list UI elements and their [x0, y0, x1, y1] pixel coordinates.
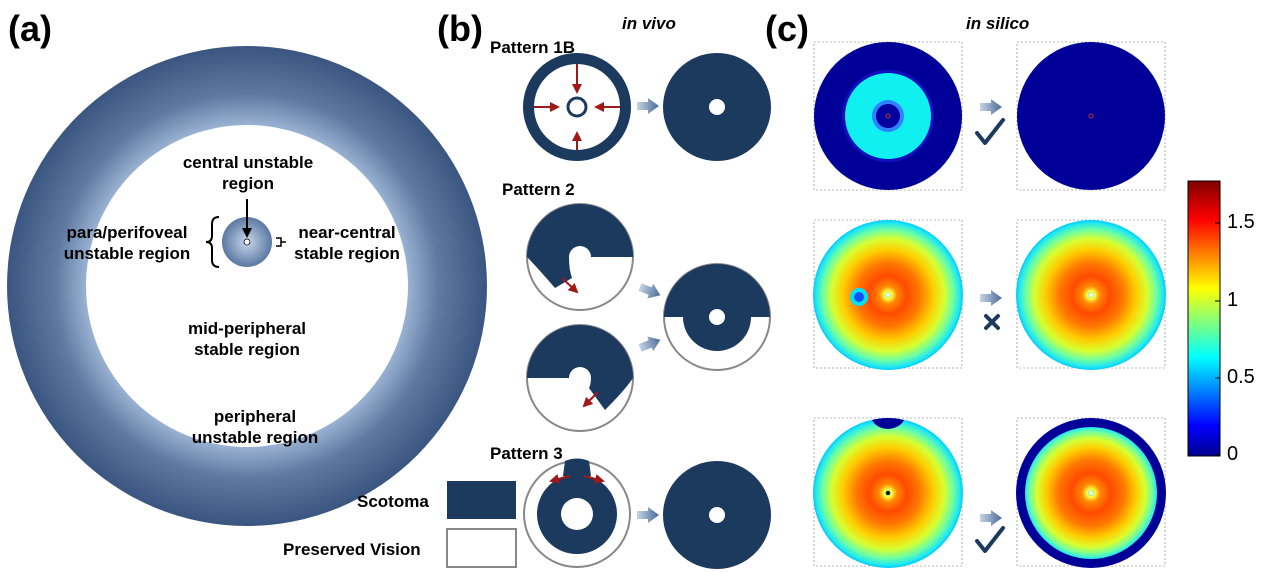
panel-a-diagram: [7, 46, 487, 526]
legend-scotoma-label: Scotoma: [357, 492, 429, 511]
heatmap-center: [886, 293, 890, 297]
mid-peripheral-label: mid-peripheral stable region: [187, 319, 307, 359]
heatmap-center: [886, 491, 890, 495]
panel-b-diagrams: [446, 53, 771, 569]
panel-b-letter: (b): [437, 8, 483, 49]
pattern-2-label: Pattern 2: [502, 180, 575, 199]
heatmap-disc: [1017, 42, 1165, 190]
heatmap-top-scotoma: [872, 418, 904, 429]
legend-preserved-swatch: [446, 528, 517, 568]
colorbar-tick-label: 0: [1227, 443, 1239, 465]
fovea-center: [243, 238, 251, 246]
pattern2-upper-scotoma: [527, 204, 633, 288]
panel-c-heatmaps: [813, 42, 1221, 568]
red-arrow: [582, 391, 599, 408]
pattern1b-central-ring: [566, 96, 588, 118]
red-arrow: [549, 474, 571, 484]
transition-arrow: [637, 507, 659, 523]
near-central-label: near-central stable region: [294, 223, 400, 263]
transition-arrow: [637, 332, 664, 356]
colorbar-tick-label: 0.5: [1227, 366, 1255, 388]
red-arrow: [561, 277, 579, 294]
pattern3-center-hole: [561, 498, 593, 530]
pattern3-top-notch: [563, 458, 591, 476]
pattern2-lower-scotoma: [527, 325, 633, 410]
pattern-3-label: Pattern 3: [490, 444, 563, 463]
result-hole: [709, 309, 725, 325]
result-hole: [709, 99, 725, 115]
right-bracket: [276, 237, 286, 247]
transition-arrow: [980, 290, 1002, 306]
heatmap-center: [1089, 491, 1093, 495]
colorbar-tick-label: 1: [1227, 289, 1239, 311]
colorbar-tick-label: 1.5: [1227, 211, 1255, 233]
result-hole: [709, 507, 725, 523]
transition-arrow: [980, 510, 1002, 526]
peripheral-label: peripheral unstable region: [191, 407, 319, 447]
heatmap-center: [1089, 293, 1093, 297]
in-vivo-header: in vivo: [622, 14, 676, 33]
transition-arrow: [637, 98, 659, 114]
panel-a-letter: (a): [8, 8, 52, 49]
para-perifoveal-label: para/perifoveal unstable region: [63, 223, 191, 263]
heatmap-focal-lesion-core: [854, 292, 864, 302]
legend-scotoma-swatch: [447, 481, 516, 519]
left-brace: [205, 216, 220, 268]
cross-icon: [984, 314, 1000, 330]
transition-arrow: [637, 279, 664, 303]
transition-arrow: [980, 99, 1002, 115]
check-icon: [975, 526, 1005, 553]
red-arrow: [583, 474, 605, 484]
legend-preserved-label: Preserved Vision: [283, 540, 421, 559]
in-silico-header: in silico: [966, 14, 1030, 33]
pattern-1b-label: Pattern 1B: [490, 38, 576, 57]
panel-c-letter: (c): [765, 8, 809, 49]
central-unstable-label: central unstable region: [182, 153, 314, 193]
pattern2-result-scotoma: [664, 264, 770, 351]
mid-peripheral-zone: [86, 125, 408, 447]
heatmap-center: [885, 113, 891, 119]
pattern1b-inner-field: [534, 64, 620, 150]
colorbar: [1187, 180, 1221, 457]
heatmap-core: [876, 104, 900, 128]
check-icon: [975, 118, 1005, 145]
heatmap-center: [1088, 113, 1094, 119]
